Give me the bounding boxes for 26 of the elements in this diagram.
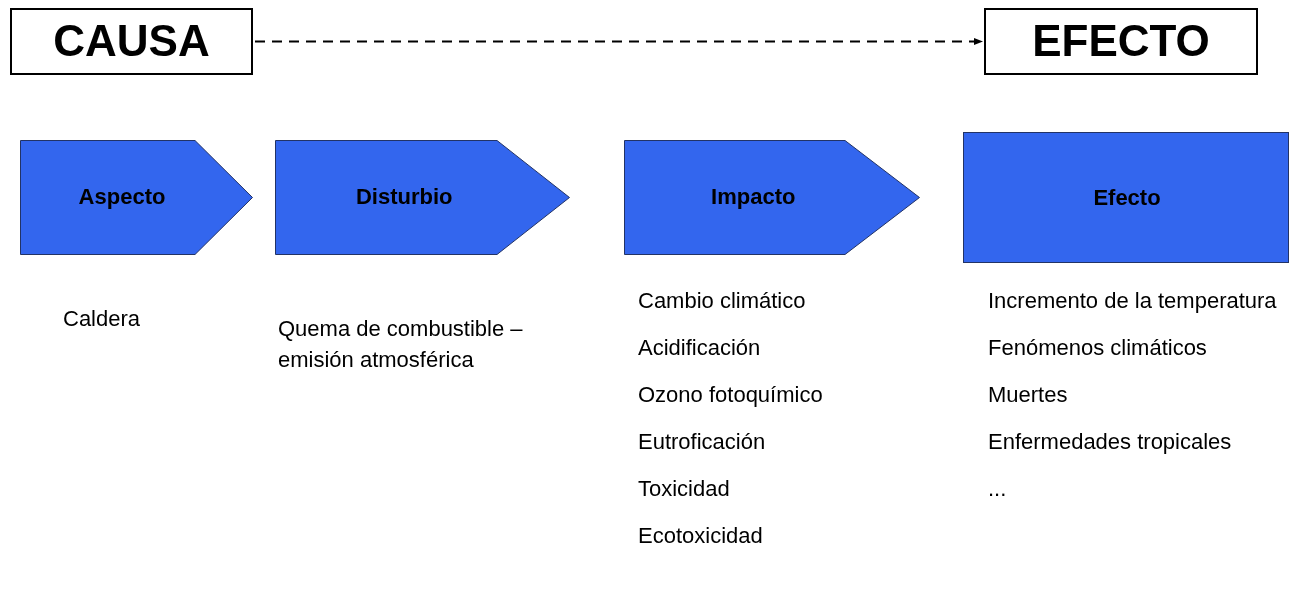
heading: Disturbio <box>354 183 454 210</box>
note-text: Ecotoxicidad <box>638 522 764 550</box>
heading: Efecto <box>1092 184 1162 211</box>
note-text: Acidificación <box>638 334 762 362</box>
heading: Impacto <box>710 183 797 210</box>
note-text: Fenómenos climáticos <box>988 334 1208 362</box>
process-box <box>963 132 1289 263</box>
process-chevron <box>20 140 253 255</box>
heading: Aspecto <box>77 183 167 210</box>
note-text: Cambio climático <box>638 287 807 315</box>
note-text: ... <box>988 475 1008 503</box>
note-text: Incremento de la temperatura <box>988 287 1278 315</box>
note-text: Enfermedades tropicales <box>988 428 1233 456</box>
heading: CAUSA <box>52 15 211 66</box>
process-chevron <box>624 140 920 255</box>
note-text: Ozono fotoquímico <box>638 381 824 409</box>
effect-box <box>984 8 1258 75</box>
note-text: Quema de combustible – emisión atmosférica <box>278 315 524 374</box>
process-chevron <box>275 140 570 255</box>
note-text: Muertes <box>988 381 1069 409</box>
note-text: Toxicidad <box>638 475 731 503</box>
cause-box <box>10 8 253 75</box>
note-text: Caldera <box>63 305 142 333</box>
heading: EFECTO <box>1031 15 1211 66</box>
note-text: Eutroficación <box>638 428 767 456</box>
dashed-arrow <box>254 37 984 46</box>
